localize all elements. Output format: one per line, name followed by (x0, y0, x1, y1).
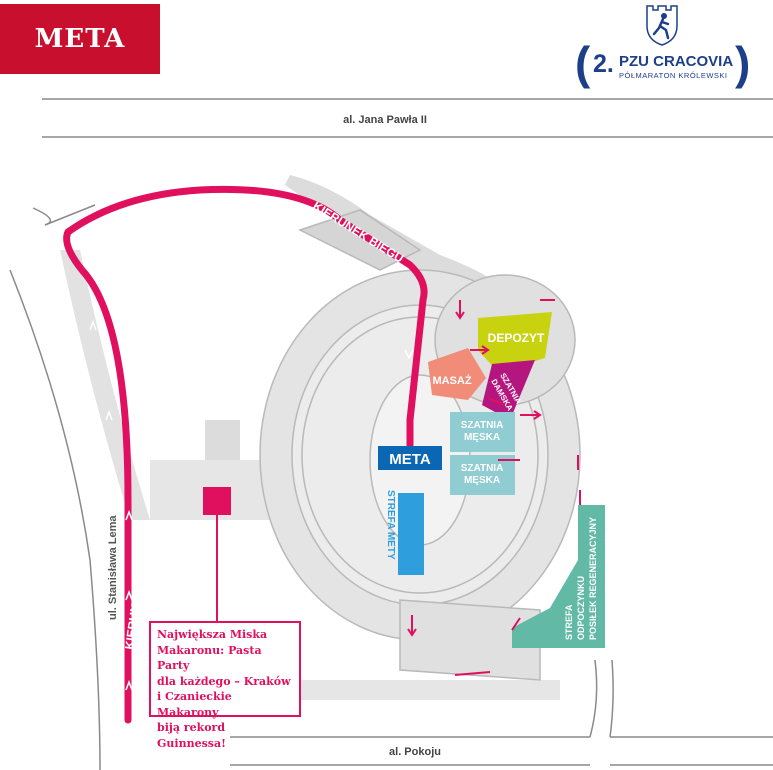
masaz-zone (428, 348, 486, 400)
street-label-top: al. Jana Pawła II (343, 114, 427, 126)
street-label-left: ul. Stanisława Lema (107, 515, 119, 620)
page-title-badge: META (0, 4, 160, 74)
szatnia-meska-a-label-1: SZATNIA (461, 420, 504, 431)
pasta-party-note: Największa Miska Makaronu: Pasta Party d… (149, 621, 301, 750)
szatnia-meska-a-label-2: MĘSKA (464, 432, 500, 443)
note-line-4: i Czanieckie Makarony (157, 690, 232, 719)
odpoczynek-label-1: STREFA (564, 604, 574, 640)
note-line-5: biją rekord Guinnessa! (157, 721, 226, 750)
meta-box (378, 446, 442, 470)
odpoczynek-label-3: POSIŁEK REGENERACYJNY (588, 517, 598, 640)
strefa-mety-label: STREFA METY (385, 490, 396, 560)
odpoczynek-label-2: ODPOCZYNKU (576, 576, 586, 640)
logo-subtitle: PÓŁMARATON KRÓLEWSKI (619, 71, 728, 80)
route-arrows (89, 319, 414, 691)
note-line-1: Największa Miska (157, 628, 268, 641)
streets (9, 98, 773, 770)
runner-castle-icon (646, 5, 678, 46)
flow-arrows (407, 299, 581, 676)
meta-box-label: META (389, 451, 431, 468)
szatnia-meska-zone-a (450, 412, 515, 452)
szatnia-meska-b-label-1: SZATNIA (461, 463, 504, 474)
odpoczynek-zone (512, 505, 605, 648)
street-label-bottom: al. Pokoju (389, 746, 441, 758)
logo-left-bracket: ( (575, 37, 591, 89)
logo-name: PZU CRACOVIA (619, 53, 734, 70)
masaz-label: MASAŻ (432, 374, 471, 387)
logo-number: 2. (593, 50, 614, 78)
strefa-mety-zone (398, 493, 424, 575)
logo-right-bracket: ) (735, 37, 751, 89)
depozyt-label: DEPOZYT (488, 331, 545, 345)
event-logo: ( ) 2. PZU CRACOVIA PÓŁMARATON KRÓLEWSKI (575, 4, 755, 88)
note-line-2: Makaronu: Pasta Party (157, 643, 262, 673)
szatnia-meska-b-label-2: MĘSKA (464, 475, 500, 486)
depozyt-zone (478, 312, 552, 372)
szatnia-meska-zone-b (450, 455, 515, 495)
note-line-3: dla każdego – Kraków (157, 674, 291, 688)
pasta-party-marker (203, 487, 231, 515)
szatnia-damska-zone (482, 360, 535, 420)
running-route (63, 185, 428, 724)
